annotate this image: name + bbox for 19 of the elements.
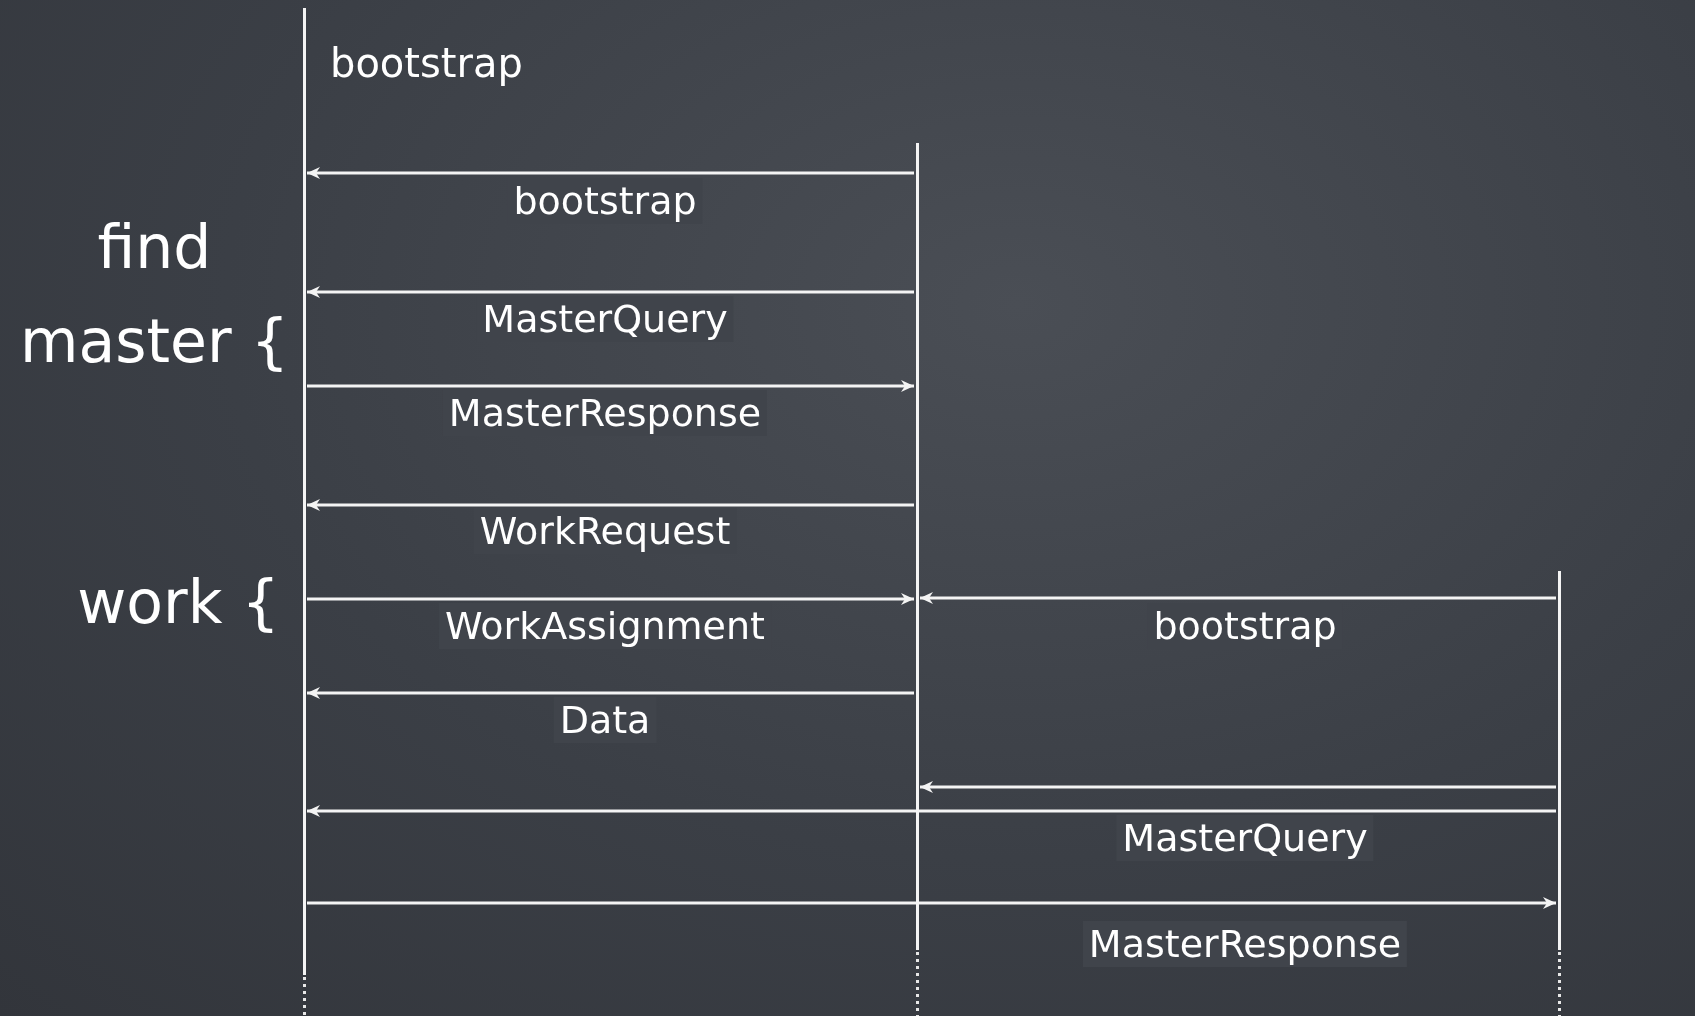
arrow [307,499,914,511]
arrow [307,593,914,605]
arrow [307,805,1556,817]
bracket-label: work { [76,566,281,639]
arrow [307,167,914,179]
arrow [307,380,914,392]
lifeline [303,8,306,975]
arrow [920,592,1556,604]
edge-label: MasterResponse [1082,921,1408,967]
lifeline-label: bootstrap [330,40,523,86]
arrow [307,897,1556,909]
bracket-label: find master { [19,211,290,378]
arrow [920,781,1556,793]
lifeline [1558,571,1561,950]
lifeline [916,143,919,950]
edge-label: MasterQuery [1116,815,1374,861]
edge-label: Data [553,697,657,743]
arrow [307,687,914,699]
arrow [307,286,914,298]
